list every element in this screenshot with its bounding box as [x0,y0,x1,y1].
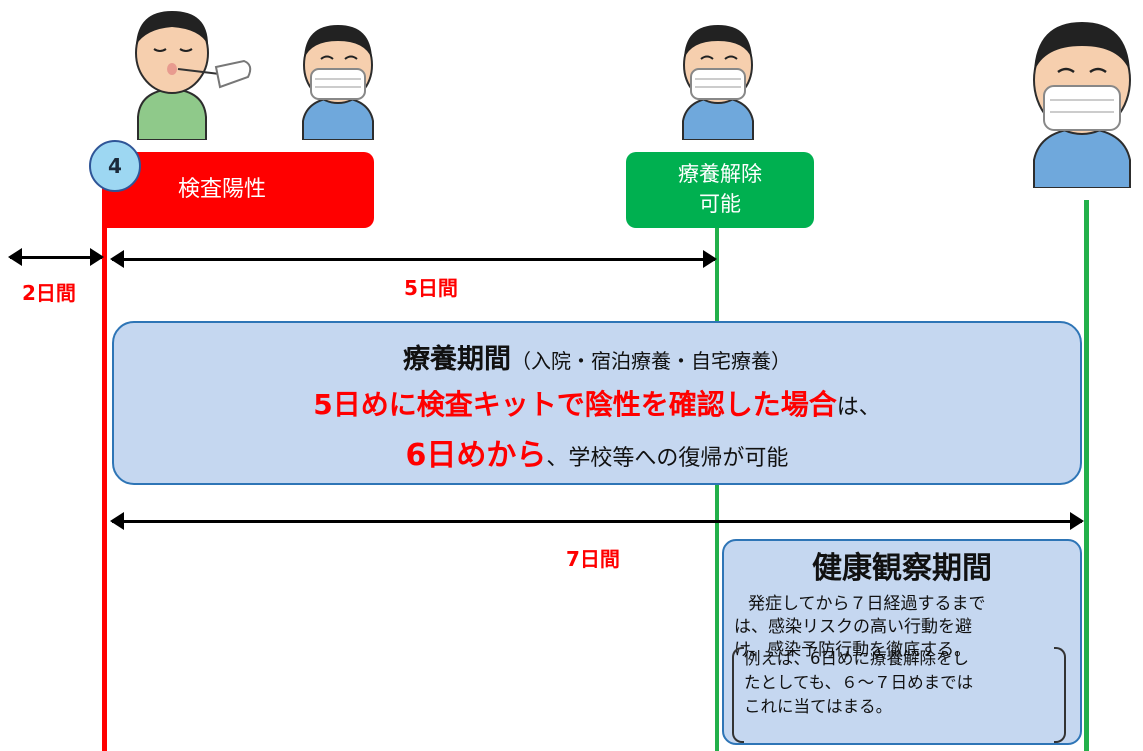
period-return-tail: 、学校等への復帰が可能 [546,446,789,471]
end-observation-line [1084,200,1089,751]
health-title: 健康観察期間 [812,551,992,586]
example-note-line: たとしても、６～７日めまでは [744,673,974,692]
two-days-arrow [8,248,104,266]
example-note-text: 例えば、6日めに療養解除をし たとしても、６～７日めまでは これに当てはまる。 [744,647,1054,719]
period-title-sub: （入院・宿泊療養・自宅療養） [511,349,791,373]
test-positive-box: 検査陽性 [104,152,374,228]
example-note-line: 例えば、6日めに療養解除をし [744,649,969,668]
release-line1: 療養解除 [678,162,762,186]
period-condition: 5日めに検査キットで陰性を確認した場合 [313,388,837,421]
step-badge: 4 [89,140,141,192]
five-days-arrow [110,250,717,268]
five-days-label: 5日間 [404,276,458,300]
health-body: 発症してから７日経過するまで は、感染リスクの高い行動を避 け、感染予防行動を徹… [734,593,1070,662]
health-body-line: け、感染予防行動を徹底する。 [734,640,972,660]
period-condition-tail: は、 [836,395,881,420]
period-return-line: 6日めから、学校等への復帰が可能 [114,430,1080,474]
health-body-line: は、感染リスクの高い行動を避 [734,617,972,637]
masked-person-illustration [1033,22,1131,188]
test-person-illustration [135,11,252,140]
period-return-day: 6日めから [405,438,547,473]
two-days-label: 2日間 [22,281,76,305]
release-box: 療養解除 可能 [626,152,814,228]
masked-person-illustration [302,25,374,140]
seven-days-label: 7日間 [566,547,620,571]
test-positive-label: 検査陽性 [178,177,267,202]
example-note: 例えば、6日めに療養解除をし たとしても、６～７日めまでは これに当てはまる。 [732,647,1066,743]
example-note-line: これに当てはまる。 [744,697,893,716]
health-observation-box: 健康観察期間 発症してから７日経過するまで は、感染リスクの高い行動を避 け、感… [722,539,1082,745]
health-body-line: 発症してから７日経過するまで [748,594,986,614]
treatment-period-box: 療養期間（入院・宿泊療養・自宅療養） 5日めに検査キットで陰性を確認した場合は、… [112,321,1082,485]
period-condition-line: 5日めに検査キットで陰性を確認した場合は、 [114,383,1080,423]
seven-days-arrow [110,512,1084,530]
period-title-line: 療養期間（入院・宿泊療養・自宅療養） [114,337,1080,376]
masked-person-illustration [682,25,754,140]
onset-line [102,150,107,751]
period-title: 療養期間 [403,344,511,375]
release-line2: 可能 [699,192,741,216]
